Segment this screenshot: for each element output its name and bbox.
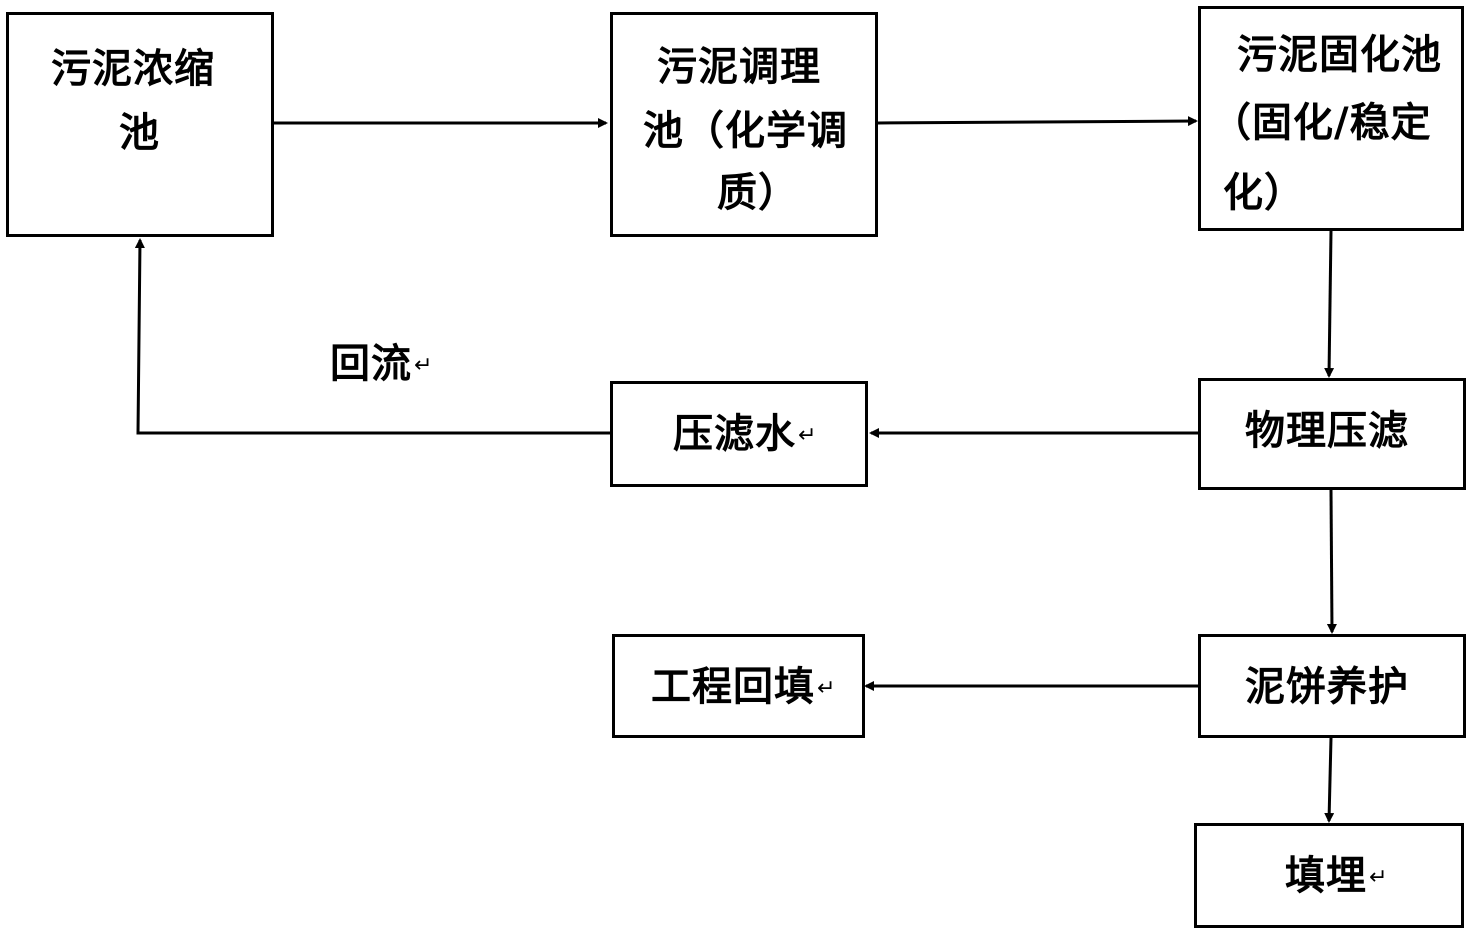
node-label-line2: （固化/稳定	[1211, 100, 1432, 146]
node-sludge-cake-curing: 泥饼养护	[1198, 634, 1466, 738]
node-landfill: 填埋↵	[1194, 823, 1464, 928]
node-label-line3: 质）	[717, 170, 799, 216]
node-label-line3: 化）	[1223, 170, 1305, 216]
node-filtrate-water: 压滤水↵	[610, 381, 868, 487]
return-mark: ↵	[817, 676, 837, 701]
arrow-pressfilter-to-curing	[1326, 489, 1337, 634]
node-label: 填埋↵	[1285, 853, 1389, 899]
node-label-line2: 池	[119, 110, 160, 156]
node-sludge-solidification-tank: 污泥固化池 （固化/稳定 化）	[1198, 6, 1464, 231]
arrow-curing-to-landfill	[1324, 737, 1335, 823]
return-mark: ↵	[798, 423, 818, 448]
return-mark: ↵	[414, 353, 434, 378]
edge-label-reflux: 回流↵	[330, 341, 434, 387]
node-label-line1: 污泥调理	[657, 44, 821, 90]
node-label: 压滤水↵	[673, 411, 818, 457]
node-engineering-backfill: 工程回填↵	[612, 634, 865, 738]
node-label-line1: 污泥固化池	[1237, 32, 1442, 78]
node-label: 工程回填↵	[651, 664, 837, 710]
arrow-conditioning-to-solidification	[877, 116, 1198, 127]
node-label: 泥饼养护	[1245, 664, 1409, 710]
node-label-line1: 污泥浓缩	[51, 46, 215, 92]
return-mark: ↵	[1369, 865, 1389, 890]
node-label: 物理压滤	[1245, 408, 1409, 454]
node-label-line2: 池（化学调	[643, 108, 848, 154]
arrow-filtrate-reflux	[134, 238, 610, 435]
node-sludge-thickening-tank: 污泥浓缩 池	[6, 12, 274, 237]
node-sludge-conditioning-tank: 污泥调理 池（化学调 质）	[610, 12, 878, 237]
arrow-solidification-to-pressfilter	[1324, 230, 1335, 378]
node-physical-press-filtration: 物理压滤	[1198, 378, 1466, 490]
